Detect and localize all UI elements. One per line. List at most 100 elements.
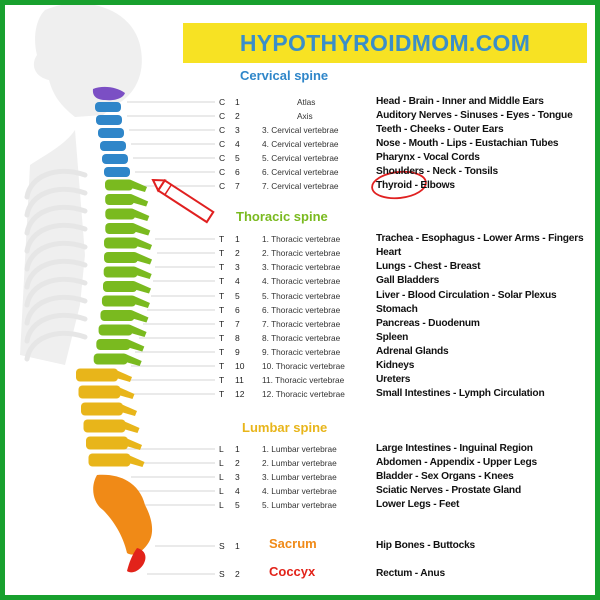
vertebra-number: 9 [235, 347, 240, 357]
vertebra-number: 3 [235, 125, 240, 135]
organ-list: Rectum - Anus [376, 568, 445, 579]
rib [24, 312, 88, 344]
section-sacrum: Sacrum [269, 536, 317, 551]
vertebra-process [135, 281, 152, 294]
vertebra-process [128, 455, 145, 467]
vertebra-body [76, 368, 118, 382]
organ-list: Gall Bladders [376, 275, 440, 286]
sacrum-bone [93, 474, 153, 555]
vertebra-process [133, 209, 150, 221]
vertebra-letter: T [219, 248, 225, 258]
rib [24, 240, 88, 272]
vertebra-number: 2 [235, 458, 240, 468]
vertebra-process [125, 354, 142, 366]
vertebra-number: 11 [235, 375, 244, 385]
organ-list: Small Intestines - Lymph Circulation [376, 388, 545, 399]
vertebra-letter: T [219, 333, 225, 343]
leader-lines [123, 101, 215, 575]
vertebra-letter: C [219, 111, 226, 121]
section-cervical: Cervical spine [240, 68, 329, 83]
rib-outlines [24, 168, 88, 362]
vertebra-number: 5 [235, 291, 240, 301]
vertebra-letter: T [219, 234, 225, 244]
organ-list: Adrenal Glands [376, 346, 449, 357]
organ-list: Trachea - Esophagus - Lower Arms - Finge… [376, 233, 584, 244]
vertebra-body [86, 436, 128, 450]
vertebra-body [102, 154, 128, 164]
vertebrae-column [76, 102, 153, 467]
vertebra-number: 7 [235, 319, 240, 329]
vertebra-letter: T [219, 305, 225, 315]
vertebra-body [105, 208, 136, 220]
vertebra-letter: L [219, 486, 224, 496]
vertebra-name: 1. Lumbar vertebrae [262, 444, 337, 454]
organ-list: Liver - Blood Circulation - Solar Plexus [376, 290, 557, 301]
vertebra-letter: T [219, 262, 225, 272]
vertebra-name: Atlas [297, 97, 316, 107]
vertebra-letter: T [219, 389, 225, 399]
vertebra-body [100, 141, 126, 151]
vertebra-number: 4 [235, 276, 240, 286]
vertebra-letter: C [219, 125, 226, 135]
vertebra-letter: L [219, 444, 224, 454]
vertebra-process [131, 180, 147, 192]
vertebra-number: 1 [235, 234, 240, 244]
vertebra-name: 5. Thoracic vertebrae [262, 291, 341, 301]
rib [24, 294, 88, 326]
vertebra-name: 4. Cervical vertebrae [262, 139, 339, 149]
vertebra-process [132, 194, 149, 207]
organ-list: Hip Bones - Buttocks [376, 540, 476, 551]
vertebra-name: 3. Thoracic vertebrae [262, 262, 341, 272]
vertebra-name: 6. Thoracic vertebrae [262, 305, 341, 315]
vertebra-process [136, 252, 153, 265]
organ-list: Heart [376, 247, 402, 258]
rib [24, 276, 88, 308]
rib [24, 204, 88, 236]
vertebra-body [98, 324, 133, 336]
rib [24, 168, 88, 200]
rib [24, 222, 88, 254]
vertebra-number: 7 [235, 181, 240, 191]
vertebra-body [105, 194, 135, 205]
organ-list: Teeth - Cheeks - Outer Ears [376, 124, 504, 135]
vertebra-body [104, 237, 139, 249]
vertebra-body [103, 266, 138, 278]
vertebra-number: 5 [235, 500, 240, 510]
vertebra-name: 8. Thoracic vertebrae [262, 333, 341, 343]
vertebra-letter: C [219, 167, 226, 177]
organ-list: Stomach [376, 304, 418, 315]
atlas-bone [92, 86, 125, 101]
vertebra-letter: C [219, 97, 226, 107]
vertebra-process [132, 310, 149, 323]
vertebra-name: 12. Thoracic vertebrae [262, 389, 345, 399]
vertebra-body [83, 419, 126, 433]
vertebra-body [103, 281, 138, 292]
poster-frame: HYPOTHYROIDMOM.COM Cervical spine Thorac… [5, 5, 595, 595]
organ-list: Lungs - Chest - Breast [376, 261, 481, 272]
section-lumbar: Lumbar spine [242, 420, 328, 435]
vertebra-name: 6. Cervical vertebrae [262, 167, 339, 177]
vertebra-letter: T [219, 291, 225, 301]
vertebra-body [81, 402, 123, 416]
vertebra-letter: T [219, 319, 225, 329]
rib [24, 258, 88, 290]
vertebra-body [105, 223, 137, 234]
vertebra-number: 4 [235, 486, 240, 496]
organ-list: Pancreas - Duodenum [376, 318, 480, 329]
vertebra-number: 6 [235, 167, 240, 177]
vertebra-number: 8 [235, 333, 240, 343]
organ-list: Sciatic Nerves - Prostate Gland [376, 485, 521, 496]
